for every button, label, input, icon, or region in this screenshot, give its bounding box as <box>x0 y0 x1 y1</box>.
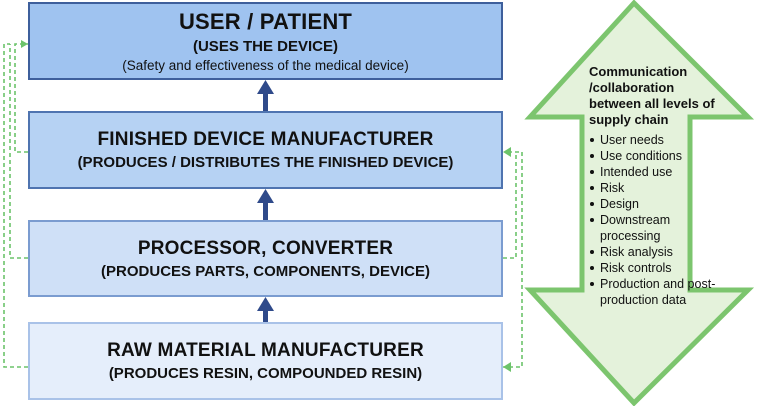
processor-title: PROCESSOR, CONVERTER <box>137 237 394 259</box>
list-item: Intended use <box>589 164 719 180</box>
flow-arrow-raw-to-processor <box>257 297 274 322</box>
left-dashed-connectors <box>3 43 28 368</box>
dashed-arrowhead-raw <box>503 362 511 372</box>
list-item: Downstream processing <box>589 212 719 244</box>
communication-list: User needs Use conditions Intended use R… <box>589 132 719 308</box>
dashed-link-raw-to-finished <box>509 151 523 368</box>
list-item: Risk analysis <box>589 244 719 260</box>
raw-material-title: RAW MATERIAL MANUFACTURER <box>107 340 424 361</box>
user-patient-title: USER / PATIENT <box>178 9 353 34</box>
raw-material-subtitle: (PRODUCES RESIN, COMPOUNDED RESIN) <box>108 365 423 382</box>
processor-converter-box: PROCESSOR, CONVERTER (PRODUCES PARTS, CO… <box>28 220 503 297</box>
finished-device-manufacturer-box: FINISHED DEVICE MANUFACTURER (PRODUCES /… <box>28 111 503 189</box>
list-item: Production and post-production data <box>589 276 719 308</box>
user-patient-box: USER / PATIENT (USES THE DEVICE) (Safety… <box>28 2 503 80</box>
flow-arrow-finished-to-user <box>257 80 274 111</box>
raw-material-manufacturer-box: RAW MATERIAL MANUFACTURER (PRODUCES RESI… <box>28 322 503 400</box>
user-patient-subtitle: (USES THE DEVICE) <box>192 38 339 55</box>
dashed-link-raw-to-user <box>3 43 28 368</box>
finished-device-subtitle: (PRODUCES / DISTRIBUTES THE FINISHED DEV… <box>77 154 454 171</box>
right-dashed-connectors <box>503 151 523 368</box>
user-patient-note: (Safety and effectiveness of the medical… <box>122 58 409 73</box>
dashed-link-processor-to-user <box>9 44 28 259</box>
list-item: Risk controls <box>589 260 719 276</box>
processor-subtitle: (PRODUCES PARTS, COMPONENTS, DEVICE) <box>101 262 430 280</box>
dashed-arrowhead-finished <box>503 147 511 157</box>
list-item: User needs <box>589 132 719 148</box>
list-item: Design <box>589 196 719 212</box>
dashed-link-processor-to-finished <box>503 152 517 259</box>
list-item: Risk <box>589 180 719 196</box>
dashed-arrowhead-user <box>21 40 28 48</box>
communication-panel: Communication /collaboration between all… <box>589 64 719 308</box>
dashed-link-finished-to-user <box>14 43 28 153</box>
finished-device-title: FINISHED DEVICE MANUFACTURER <box>97 129 434 150</box>
list-item: Use conditions <box>589 148 719 164</box>
flow-arrow-processor-to-finished <box>257 189 274 220</box>
double-arrow-shape <box>524 0 755 406</box>
flow-arrows <box>257 80 274 322</box>
communication-heading: Communication /collaboration between all… <box>589 64 715 127</box>
